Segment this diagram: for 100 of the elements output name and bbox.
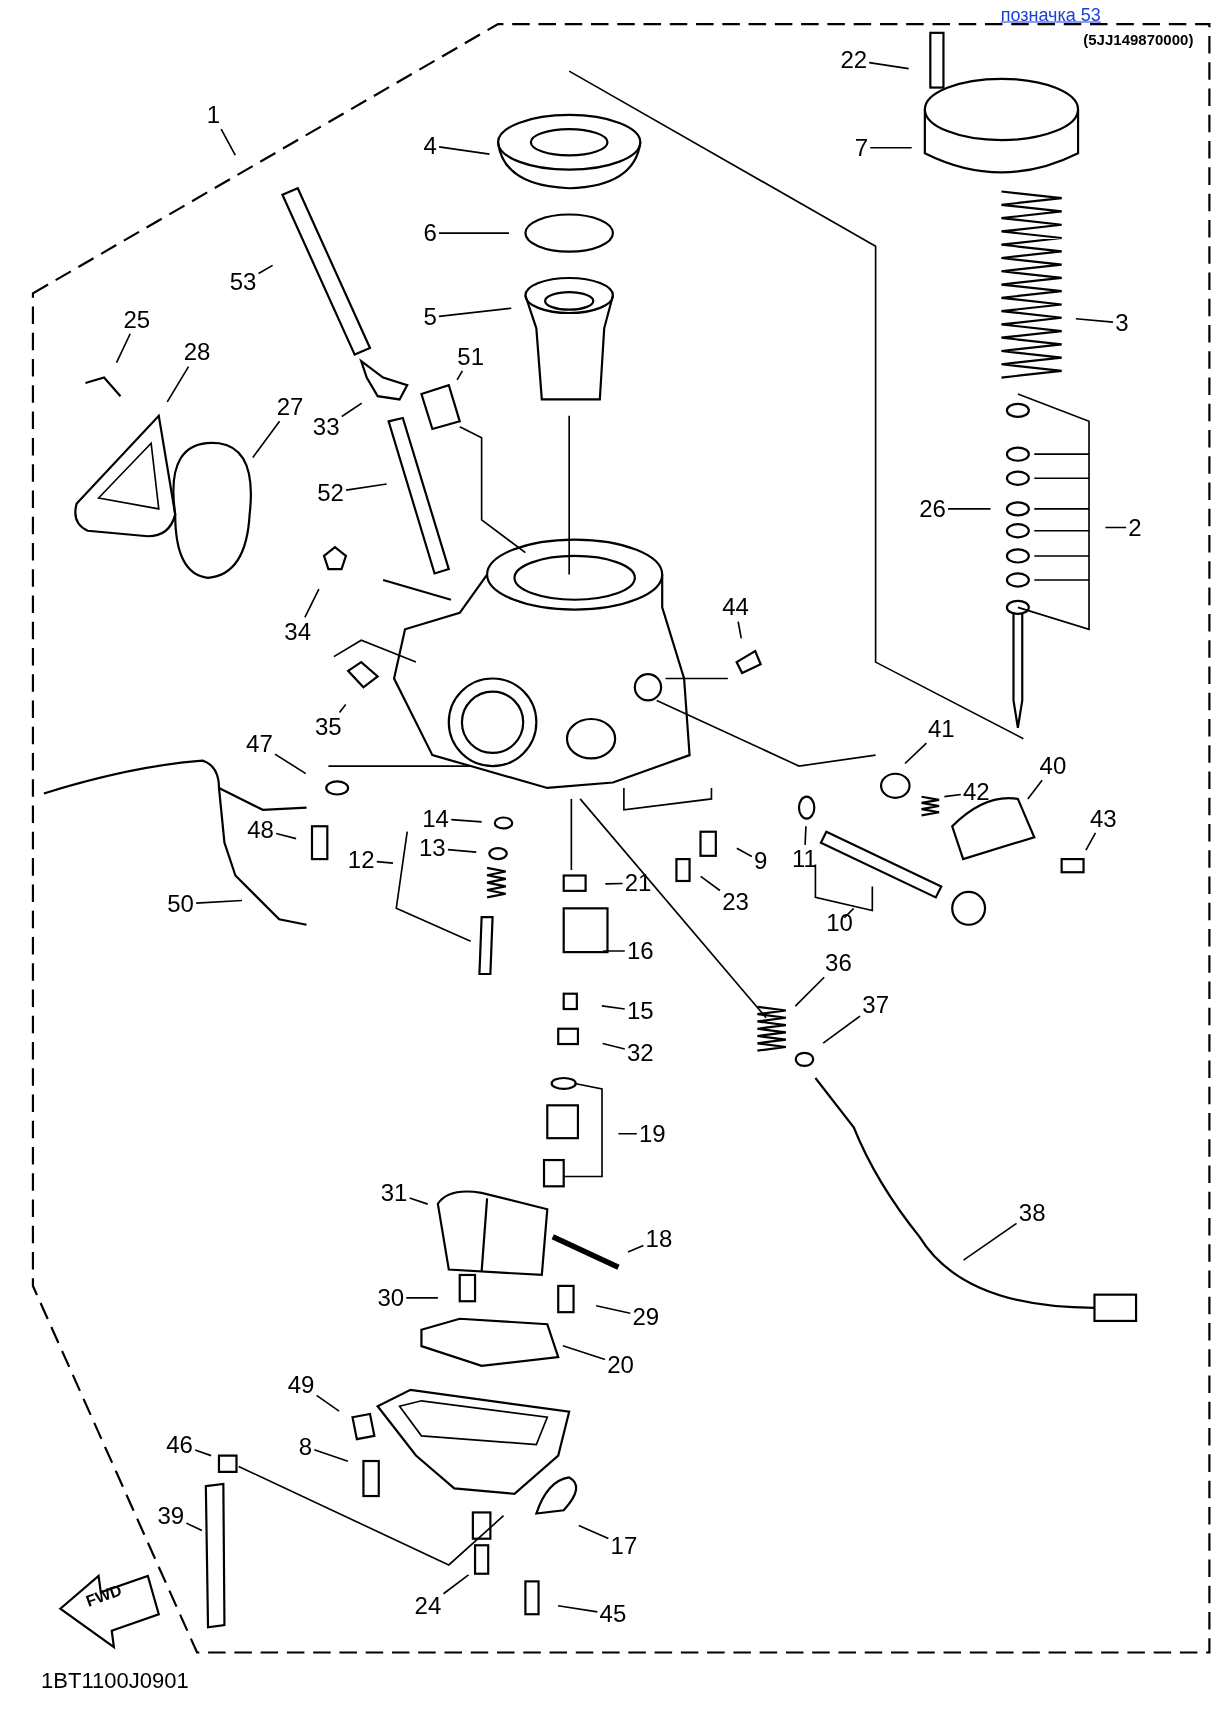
leader-line	[602, 950, 626, 952]
leader-line	[943, 793, 962, 798]
leader-line	[438, 146, 491, 155]
callout-number: 38	[1018, 1200, 1046, 1225]
leader-line	[405, 1297, 439, 1299]
leader-line	[1085, 831, 1097, 851]
leader-line	[220, 128, 237, 156]
leader-line	[699, 875, 721, 892]
callout-number: 40	[1039, 754, 1067, 779]
text-link: позначка 53	[1000, 4, 1101, 26]
leader-line	[843, 907, 855, 919]
callout-number: 52	[317, 480, 344, 505]
leader-line	[904, 742, 928, 765]
callout-number: 22	[840, 48, 868, 73]
callout-number: 14	[422, 806, 449, 831]
callout-number: 50	[167, 892, 194, 917]
leader-line	[737, 620, 743, 640]
leader-line	[345, 483, 388, 491]
leader-line	[604, 882, 624, 885]
leader-line	[794, 976, 826, 1007]
callout-number: 15	[626, 999, 654, 1024]
callout-number: 31	[380, 1181, 408, 1206]
leader-line	[408, 1197, 429, 1205]
leader-line	[601, 1042, 626, 1050]
leader-line	[577, 1524, 610, 1540]
callout-number: 33	[312, 414, 340, 439]
callout-number: 26	[919, 496, 946, 521]
callout-number: 16	[626, 939, 654, 964]
leader-line	[456, 370, 464, 381]
leader-line	[304, 588, 320, 619]
leader-line	[869, 146, 913, 149]
callout-number: 39	[157, 1503, 185, 1528]
callout-number: 47	[246, 732, 273, 757]
callout-number: 4	[423, 133, 437, 158]
leader-line	[252, 420, 281, 459]
callout-number: 23	[722, 889, 749, 914]
callout-number: 41	[927, 716, 955, 741]
callout-number: 13	[419, 836, 446, 861]
callout-number: 12	[347, 848, 375, 873]
callout-number: 18	[645, 1227, 673, 1252]
leader-line	[450, 818, 483, 823]
leader-line	[804, 825, 807, 846]
callout-number: 6	[423, 221, 437, 246]
callout-number: 9	[754, 849, 768, 874]
callout-number: 46	[166, 1432, 193, 1457]
callout-number: 3	[1115, 310, 1129, 335]
leader-line	[947, 508, 992, 510]
leader-line	[257, 264, 274, 275]
leader-line	[868, 61, 910, 70]
callout-number: 42	[963, 780, 990, 805]
leader-line	[275, 832, 297, 840]
callout-number: 30	[377, 1286, 405, 1311]
leader-line	[1104, 526, 1127, 529]
callout-number: 2	[1128, 515, 1142, 540]
leader-line	[736, 847, 753, 858]
leader-line	[195, 899, 243, 904]
callout-number: 27	[276, 395, 304, 420]
leader-line	[962, 1222, 1018, 1261]
part-number: (5JJ149870000)	[1083, 30, 1194, 48]
leader-line	[601, 1005, 626, 1010]
callout-number: 36	[825, 951, 852, 976]
callout-number: 37	[862, 992, 889, 1017]
callout-number: 35	[315, 714, 342, 739]
leader-line	[447, 848, 478, 853]
callout-number: 28	[183, 340, 211, 365]
callout-number: 43	[1089, 806, 1117, 831]
callout-number: 24	[414, 1593, 442, 1618]
leader-line	[166, 365, 190, 403]
callout-number: 25	[123, 307, 151, 332]
leader-line	[274, 753, 307, 775]
leader-line	[617, 1132, 638, 1135]
callout-number: 48	[247, 817, 274, 842]
callout-number: 7	[854, 135, 869, 160]
diagram-code: 1BT1100J0901	[41, 1668, 189, 1695]
leader-line	[340, 402, 363, 418]
leader-line	[194, 1449, 212, 1457]
callout-number: 44	[722, 595, 749, 620]
callout-number: 49	[287, 1372, 315, 1397]
callout-number: 19	[639, 1121, 666, 1146]
leader-line	[562, 1344, 606, 1361]
leader-line	[315, 1394, 340, 1412]
callout-number: 1	[206, 102, 221, 127]
leader-line	[338, 703, 347, 714]
callout-number: 5	[423, 305, 437, 330]
callout-number: 21	[624, 871, 652, 896]
leader-line	[115, 332, 131, 364]
callout-number: 53	[229, 270, 257, 295]
leader-line	[185, 1522, 203, 1532]
callout-number: 10	[826, 910, 853, 935]
callout-number: 8	[298, 1435, 313, 1459]
leader-line	[1075, 318, 1114, 323]
leader-line	[375, 860, 394, 864]
callout-number: 11	[792, 847, 817, 872]
leader-line	[1027, 779, 1043, 800]
callout-number: 20	[607, 1352, 634, 1377]
callout-number: 29	[632, 1304, 660, 1329]
leader-line	[442, 1574, 470, 1595]
callout-number: 32	[626, 1040, 654, 1065]
callout-number: 17	[610, 1533, 638, 1558]
callout-number: 34	[284, 619, 312, 644]
